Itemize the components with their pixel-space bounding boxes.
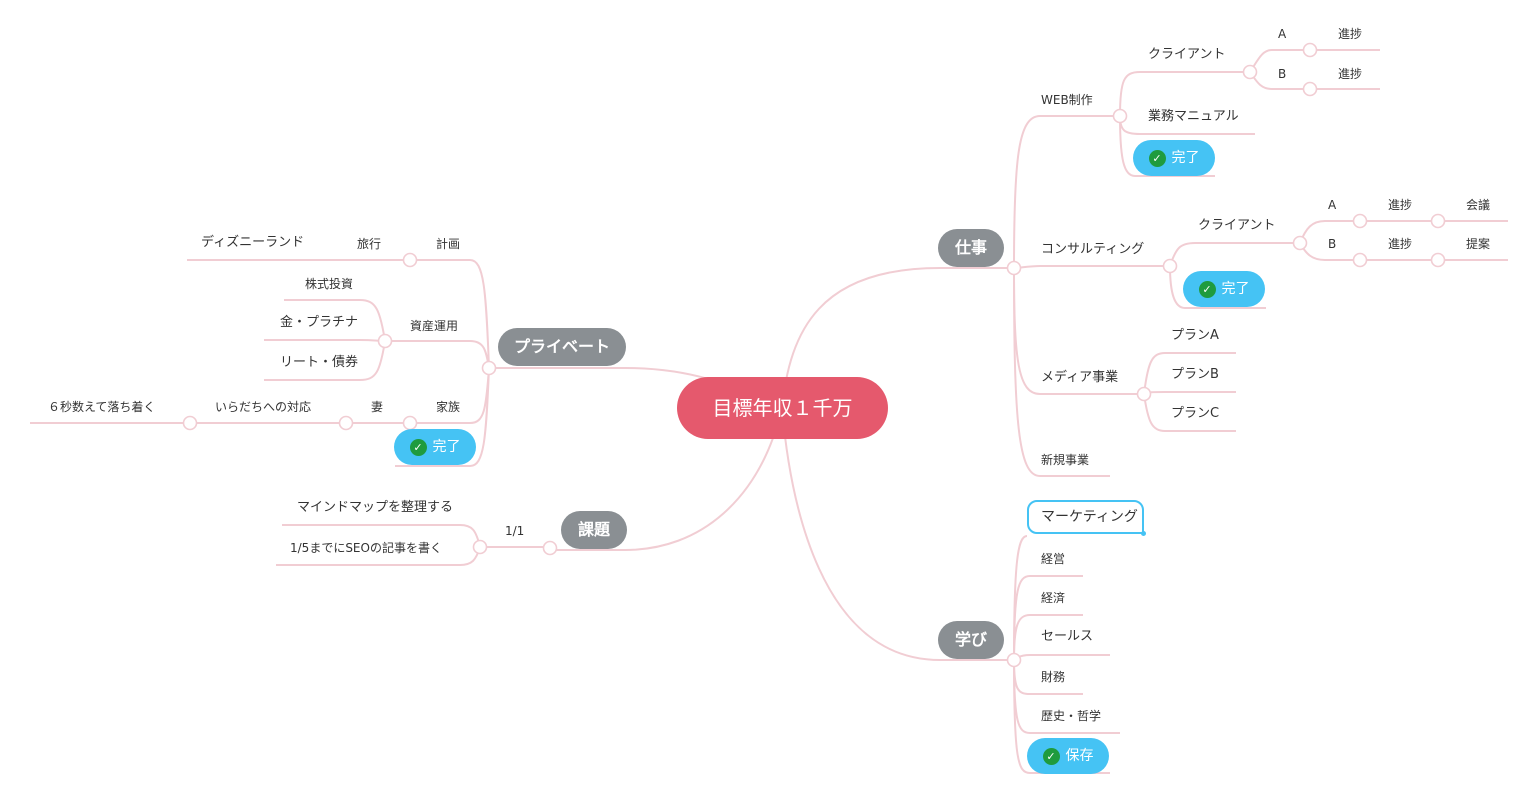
node-web-a[interactable]: A	[1278, 27, 1287, 41]
node-consulting-b-proposal[interactable]: 提案	[1466, 237, 1491, 251]
done-badge-consulting[interactable]: ✓ 完了	[1183, 271, 1265, 307]
task-seo-article[interactable]: 1/5までにSEOの記事を書く	[290, 541, 442, 555]
save-badge[interactable]: ✓ 保存	[1027, 738, 1109, 774]
node-assets[interactable]: 資産運用	[410, 319, 459, 333]
node-sales[interactable]: セールス	[1041, 629, 1094, 644]
node-travel[interactable]: 旅行	[357, 237, 382, 251]
node-frustration[interactable]: いらだちへの対応	[215, 400, 312, 414]
check-icon: ✓	[409, 438, 427, 456]
check-icon: ✓	[1148, 149, 1166, 167]
topic-work[interactable]: 仕事	[938, 229, 1004, 267]
node-finance[interactable]: 財務	[1041, 670, 1066, 684]
node-plan-c[interactable]: プランC	[1171, 406, 1220, 421]
node-disney[interactable]: ディズニーランド	[201, 235, 305, 250]
node-marketing-selected[interactable]: マーケティング	[1027, 500, 1146, 536]
check-icon: ✓	[1198, 280, 1216, 298]
done-badge-web[interactable]: ✓ 完了	[1133, 140, 1215, 176]
node-consulting-a-meeting[interactable]: 会議	[1466, 198, 1491, 212]
done-label: 完了	[1171, 150, 1200, 166]
done-label: 完了	[432, 439, 461, 455]
node-consulting-client[interactable]: クライアント	[1198, 218, 1276, 233]
topic-tasks[interactable]: 課題	[561, 511, 627, 549]
node-marketing-label: マーケティング	[1041, 509, 1138, 525]
node-history-philosophy[interactable]: 歴史・哲学	[1041, 709, 1102, 723]
node-wife[interactable]: 妻	[371, 400, 384, 414]
node-count-six[interactable]: ６秒数えて落ち着く	[48, 400, 156, 414]
node-new-business[interactable]: 新規事業	[1041, 453, 1090, 467]
node-web[interactable]: WEB制作	[1041, 93, 1093, 107]
root-topic[interactable]: 目標年収１千万	[677, 377, 888, 439]
done-badge-family[interactable]: ✓ 完了	[394, 429, 476, 465]
tasks-count: 1/1	[505, 524, 525, 538]
node-consulting-a-progress[interactable]: 進捗	[1388, 198, 1413, 212]
topic-learning[interactable]: 学び	[938, 621, 1004, 659]
node-plan-b[interactable]: プランB	[1171, 367, 1219, 382]
node-management[interactable]: 経営	[1041, 552, 1066, 566]
node-web-b-progress[interactable]: 進捗	[1338, 67, 1363, 81]
check-icon: ✓	[1042, 747, 1060, 765]
node-consulting[interactable]: コンサルティング	[1041, 242, 1145, 257]
node-consulting-a[interactable]: A	[1328, 198, 1337, 212]
node-plan-a[interactable]: プランA	[1171, 328, 1219, 343]
node-media[interactable]: メディア事業	[1041, 370, 1119, 385]
save-label: 保存	[1065, 748, 1094, 764]
task-mindmap[interactable]: マインドマップを整理する	[297, 500, 454, 515]
node-web-manual[interactable]: 業務マニュアル	[1148, 109, 1239, 124]
node-web-client[interactable]: クライアント	[1148, 47, 1226, 62]
node-gold-platinum[interactable]: 金・プラチナ	[280, 315, 359, 330]
node-family[interactable]: 家族	[436, 400, 461, 414]
node-economics[interactable]: 経済	[1041, 591, 1066, 605]
node-plan[interactable]: 計画	[436, 237, 461, 251]
node-consulting-b-progress[interactable]: 進捗	[1388, 237, 1413, 251]
node-reit-bonds[interactable]: リート・債券	[280, 355, 359, 370]
done-label: 完了	[1221, 281, 1250, 297]
node-consulting-b[interactable]: B	[1328, 237, 1337, 251]
resize-handle[interactable]	[1141, 531, 1146, 536]
node-web-b[interactable]: B	[1278, 67, 1287, 81]
topic-private[interactable]: プライベート	[498, 328, 626, 366]
node-web-a-progress[interactable]: 進捗	[1338, 27, 1363, 41]
node-stocks[interactable]: 株式投資	[305, 277, 354, 291]
